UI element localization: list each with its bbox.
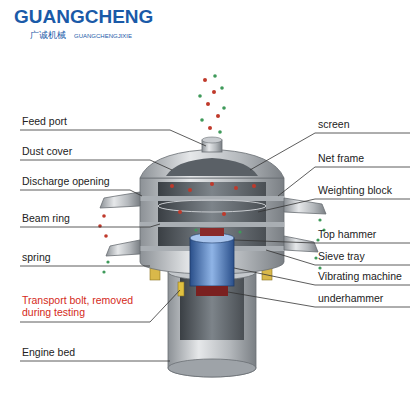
leader-lines-part bbox=[234, 268, 410, 285]
fine-particles bbox=[102, 74, 325, 273]
spring-set-part bbox=[178, 282, 184, 296]
leader-lines-part bbox=[20, 266, 150, 267]
leader-lines-part bbox=[20, 160, 172, 170]
part-label: Weighting block bbox=[318, 184, 392, 196]
fine-particles-part bbox=[318, 266, 321, 269]
logo-text: GUANGCHENG bbox=[14, 6, 153, 27]
fine-particles-part bbox=[213, 74, 217, 78]
part-label: Dust cover bbox=[22, 145, 72, 157]
fine-particles-part bbox=[220, 86, 224, 90]
leader-lines-part bbox=[234, 240, 410, 243]
material-particles-part bbox=[208, 126, 212, 130]
sieve-body-part bbox=[158, 200, 266, 212]
leader-lines bbox=[20, 130, 410, 361]
leader-lines-part bbox=[266, 250, 410, 265]
leader-lines-part bbox=[258, 199, 410, 212]
fine-particles-part bbox=[218, 130, 222, 134]
leader-lines-part bbox=[20, 224, 160, 227]
dust-cover-part bbox=[202, 137, 222, 143]
fine-particles-part bbox=[102, 270, 105, 273]
material-particles-part bbox=[104, 234, 108, 238]
logo-text: 广诚机械 bbox=[30, 30, 66, 41]
material-particles-part bbox=[102, 214, 106, 218]
machine-base-part bbox=[168, 359, 256, 377]
material-particles-part bbox=[234, 186, 238, 190]
fine-particles-part bbox=[194, 228, 197, 231]
dust-cover-part bbox=[140, 150, 284, 178]
part-label: Beam ring bbox=[22, 212, 70, 224]
fine-particles-part bbox=[106, 260, 109, 263]
leader-lines-part bbox=[278, 167, 410, 196]
discharge-spouts-part bbox=[284, 236, 318, 252]
fine-particles-part bbox=[238, 230, 241, 233]
part-label: Discharge opening bbox=[22, 175, 110, 187]
discharge-spouts-part bbox=[100, 192, 140, 208]
fine-particles-part bbox=[222, 106, 226, 110]
part-label: underhammer bbox=[318, 292, 383, 304]
machine-base-part bbox=[168, 272, 256, 377]
dust-cover bbox=[140, 137, 284, 178]
leader-lines-part bbox=[20, 361, 170, 362]
part-label: Engine bed bbox=[22, 346, 75, 358]
part-label: spring bbox=[22, 251, 51, 263]
part-label: Sieve tray bbox=[318, 250, 365, 262]
vibrating-motor-part bbox=[196, 286, 228, 296]
fine-particles-part bbox=[318, 218, 321, 221]
leader-lines-part bbox=[20, 290, 180, 322]
material-particles-part bbox=[222, 212, 226, 216]
part-label: Feed port bbox=[22, 115, 67, 127]
fine-particles-part bbox=[200, 118, 204, 122]
part-label: Vibrating machine bbox=[318, 270, 402, 282]
material-particles bbox=[98, 78, 256, 238]
vibrating-motor-part bbox=[190, 238, 234, 286]
fine-particles-part bbox=[198, 94, 202, 98]
discharge-spouts-part bbox=[284, 198, 326, 214]
part-label: Top hammer bbox=[318, 228, 376, 240]
dust-cover-part bbox=[166, 158, 258, 176]
material-particles-part bbox=[203, 78, 207, 82]
part-label: screen bbox=[318, 118, 350, 130]
material-particles-part bbox=[210, 182, 214, 186]
sieve-body-part bbox=[158, 182, 266, 250]
vibrating-motor-part bbox=[200, 228, 224, 236]
leader-lines-part bbox=[20, 190, 142, 196]
logo-text: GUANGCHENGJIXIE bbox=[74, 32, 132, 40]
fine-particles-part bbox=[314, 256, 317, 259]
material-particles-part bbox=[252, 184, 256, 188]
vibrating-motor bbox=[190, 228, 234, 296]
material-particles-part bbox=[170, 184, 174, 188]
material-particles-part bbox=[188, 188, 192, 192]
part-label: Net frame bbox=[318, 152, 364, 164]
material-particles-part bbox=[216, 114, 220, 118]
leader-lines-part bbox=[228, 292, 410, 307]
material-particles-part bbox=[178, 210, 182, 214]
leader-lines-part bbox=[20, 130, 206, 146]
discharge-spouts-part bbox=[106, 240, 140, 256]
material-particles-part bbox=[206, 102, 210, 106]
leader-lines-part bbox=[250, 133, 410, 170]
sieve-body-part bbox=[140, 222, 284, 227]
warning-label: Transport bolt, removed during testing bbox=[22, 294, 150, 318]
material-particles-part bbox=[212, 90, 216, 94]
